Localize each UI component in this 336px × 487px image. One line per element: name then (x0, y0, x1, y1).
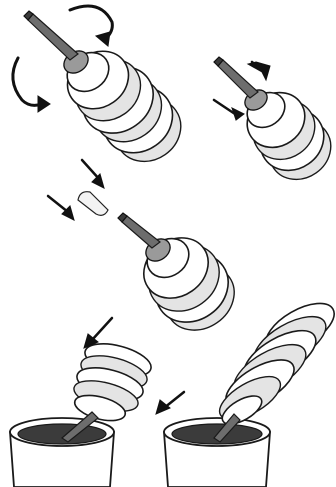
step-2-bottle (214, 57, 336, 191)
step-5-fill (10, 318, 184, 487)
step-3-cut-tip (48, 160, 108, 220)
nozzle (24, 11, 92, 78)
bellows-body (71, 338, 155, 426)
paint-can (10, 418, 114, 487)
paint-surface (18, 424, 106, 444)
paint-can (164, 418, 270, 487)
bellows-body (213, 293, 336, 429)
cut-nozzle-tip (78, 192, 108, 216)
step-1-bottle (13, 6, 193, 174)
step-4-bottle (118, 213, 247, 343)
